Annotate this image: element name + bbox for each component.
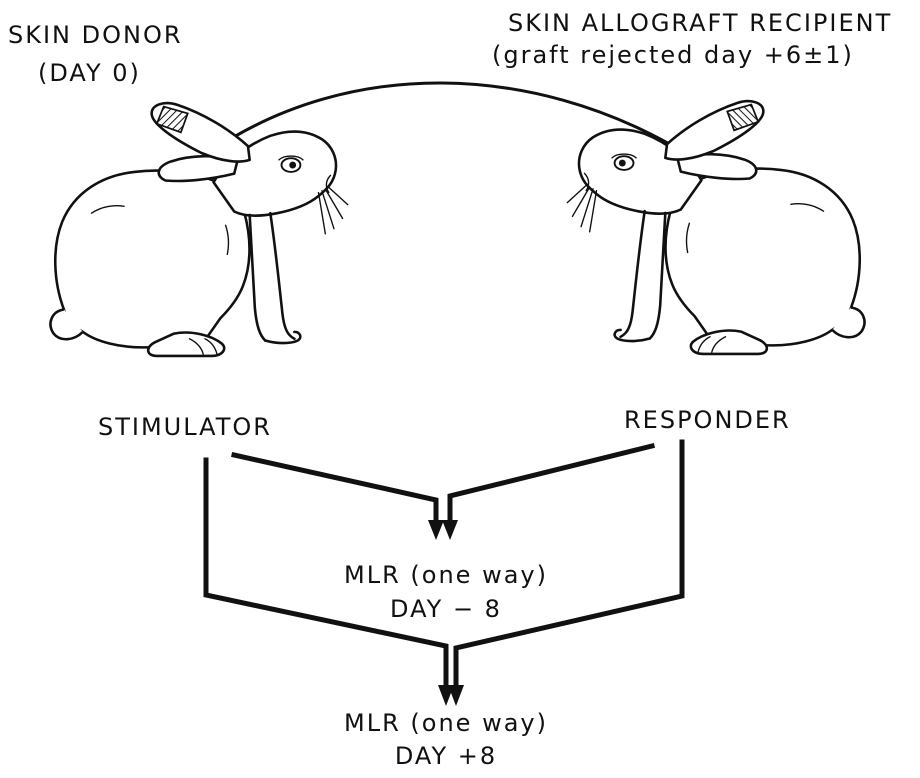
responder-to-mlr1-line: [450, 446, 652, 525]
stimulator-to-mlr1-line: [234, 455, 436, 525]
mlr1-arrowhead-right: [442, 520, 458, 540]
recipient-subtitle: (graft rejected day +6±1): [492, 40, 854, 70]
mlr2-arrowhead-right: [448, 685, 464, 706]
mlr-second-label: MLR (one way): [344, 708, 548, 738]
mlr-second-day: DAY +8: [395, 741, 497, 771]
donor-title: SKIN DONOR: [8, 20, 183, 50]
responder-label: RESPONDER: [624, 405, 791, 435]
recipient-title: SKIN ALLOGRAFT RECIPIENT: [508, 8, 892, 38]
mlr-first-day: DAY − 8: [390, 594, 502, 624]
mlr-first-label: MLR (one way): [344, 560, 548, 590]
mlr1-arrowhead-left: [428, 520, 444, 540]
rabbit-stimulator-icon: [51, 103, 348, 356]
stimulator-label: STIMULATOR: [98, 412, 272, 442]
donor-day: (DAY 0): [38, 58, 141, 88]
rabbit-responder-icon: [567, 101, 864, 354]
